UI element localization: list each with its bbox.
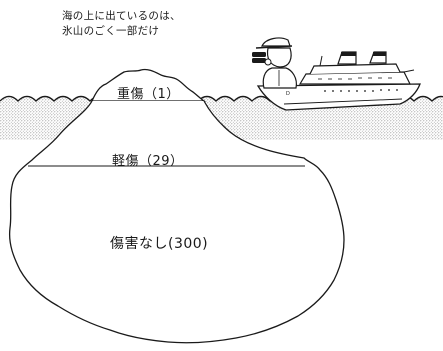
caption-line-2: 氷山のごく一部だけ [62,25,160,37]
tier-label-no-injury: 傷害なし(300) [110,236,209,252]
ship-icon: D [256,51,421,111]
tier-label-severe-injury: 重傷（1） [117,87,180,102]
iceberg-tip [90,68,207,102]
lookout-icon [252,37,297,89]
iceberg-body [8,100,345,344]
caption-line-1: 海の上に出ているのは、 [62,10,181,22]
svg-text:D: D [286,91,290,97]
tier-label-minor-injury: 軽傷（29） [112,154,184,169]
